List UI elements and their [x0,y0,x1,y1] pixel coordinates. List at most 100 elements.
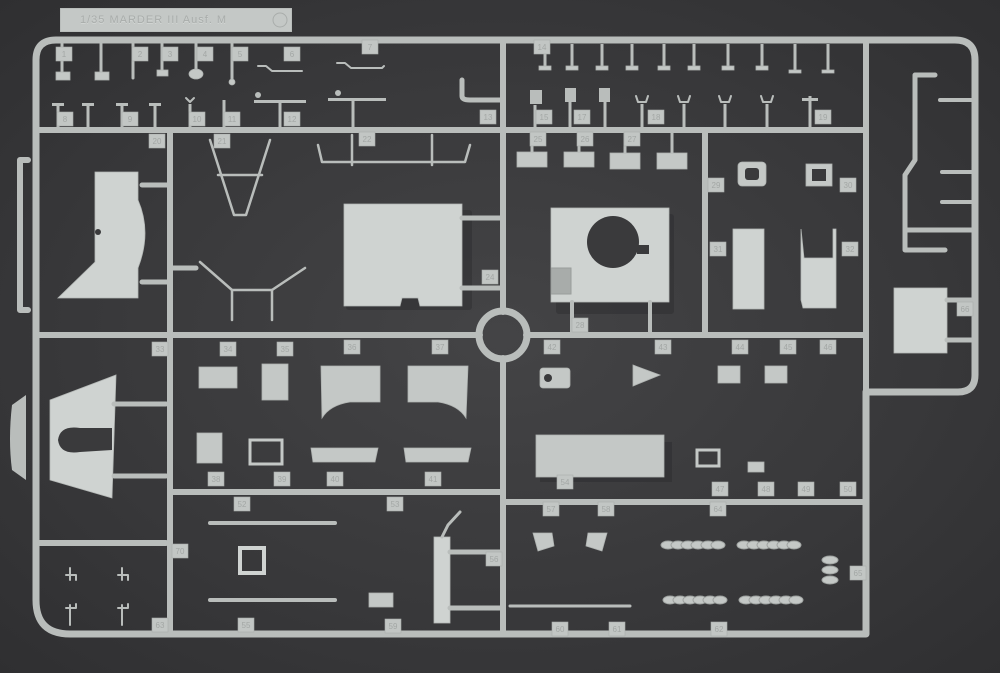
svg-text:34: 34 [224,345,233,354]
svg-text:24: 24 [486,273,495,282]
svg-text:52: 52 [238,500,247,509]
part-number-tab: 36 [343,339,361,355]
part-number-tab: 29 [707,177,725,193]
part-number-tab: 63 [151,617,169,633]
part-number-tab: 47 [711,481,729,497]
part-number-tab: 26 [576,131,594,147]
part-number-tab: 37 [431,339,449,355]
svg-text:9: 9 [128,115,133,124]
part-number-tab: 50 [839,481,857,497]
part-number-tab: 44 [731,339,749,355]
svg-text:17: 17 [578,113,587,122]
svg-text:49: 49 [802,485,811,494]
part-number-tab: 42 [543,339,561,355]
svg-text:50: 50 [844,485,853,494]
part-number-tab: 61 [608,621,626,637]
svg-text:20: 20 [153,137,162,146]
part-number-tab: 54 [556,474,574,490]
part-number-tab: 18 [647,109,665,125]
title-plate [60,8,292,32]
part-number-tab: 31 [709,241,727,257]
svg-text:38: 38 [212,475,221,484]
svg-text:70: 70 [176,547,185,556]
inner-runners [33,37,975,637]
part-number-tab: 11 [223,111,241,127]
part-number-tab: 48 [757,481,775,497]
left-panel-part [57,171,199,299]
svg-text:30: 30 [844,181,853,190]
right-cluster-parts [732,161,975,354]
svg-text:45: 45 [784,343,793,352]
svg-text:47: 47 [716,485,725,494]
part-number-tab: 28 [571,317,589,333]
svg-text:29: 29 [712,181,721,190]
part-number-tab: 55 [237,617,255,633]
svg-text:13: 13 [484,113,493,122]
svg-text:35: 35 [281,345,290,354]
part-number-tab: 5 [231,46,249,62]
part-number-tab: 20 [148,133,166,149]
part-number-tab: 33 [151,341,169,357]
part-number-tab: 19 [814,109,832,125]
svg-text:10: 10 [193,115,202,124]
part-number-tab: 49 [797,481,815,497]
part-number-tab: 32 [841,241,859,257]
svg-text:65: 65 [854,569,863,578]
svg-text:31: 31 [714,245,723,254]
svg-text:59: 59 [389,622,398,631]
svg-text:6: 6 [290,50,295,59]
svg-text:54: 54 [561,478,570,487]
svg-text:19: 19 [819,113,828,122]
svg-text:42: 42 [548,343,557,352]
svg-text:40: 40 [331,475,340,484]
svg-text:1: 1 [62,50,67,59]
svg-text:27: 27 [628,135,637,144]
svg-text:46: 46 [824,343,833,352]
svg-text:8: 8 [63,115,68,124]
lower-parts [65,510,839,626]
part-number-tab: 27 [623,131,641,147]
svg-text:32: 32 [846,245,855,254]
part-number-tab: 1 [55,46,73,62]
part-number-tab: 4 [196,46,214,62]
svg-text:37: 37 [436,343,445,352]
outer-runner [10,36,979,638]
part-number-tab: 39 [273,471,291,487]
part-number-tab: 56 [485,551,503,567]
part-number-tab: 65 [849,565,867,581]
part-number-tab: 15 [535,109,553,125]
part-number-tab: 30 [839,177,857,193]
svg-text:44: 44 [736,343,745,352]
part-number-tab: 3 [161,46,179,62]
part-number-tab: 22 [358,131,376,147]
part-number-tab: 70 [171,543,189,559]
svg-text:63: 63 [156,621,165,630]
svg-text:18: 18 [652,113,661,122]
middle-left-parts [196,363,788,478]
svg-text:41: 41 [429,475,438,484]
svg-text:25: 25 [534,135,543,144]
part-number-tab: 13 [479,109,497,125]
svg-text:15: 15 [540,113,549,122]
part-number-tab: 12 [283,111,301,127]
svg-text:39: 39 [278,475,287,484]
part-number-tab: 64 [709,501,727,517]
svg-text:5: 5 [238,50,243,59]
second-row-parts [52,77,818,128]
svg-text:7: 7 [368,43,373,52]
part-number-tab: 9 [121,111,139,127]
part-number-tab: 60 [551,621,569,637]
svg-text:4: 4 [203,50,208,59]
svg-text:64: 64 [714,505,723,514]
svg-text:11: 11 [228,115,237,124]
svg-text:55: 55 [242,621,251,630]
part-number-tab: 53 [386,496,404,512]
part-number-tab: 45 [779,339,797,355]
part-number-tab: 8 [56,111,74,127]
svg-text:66: 66 [961,305,970,314]
part-number-tab: 58 [597,501,615,517]
part-number-tab: 66 [956,301,974,317]
